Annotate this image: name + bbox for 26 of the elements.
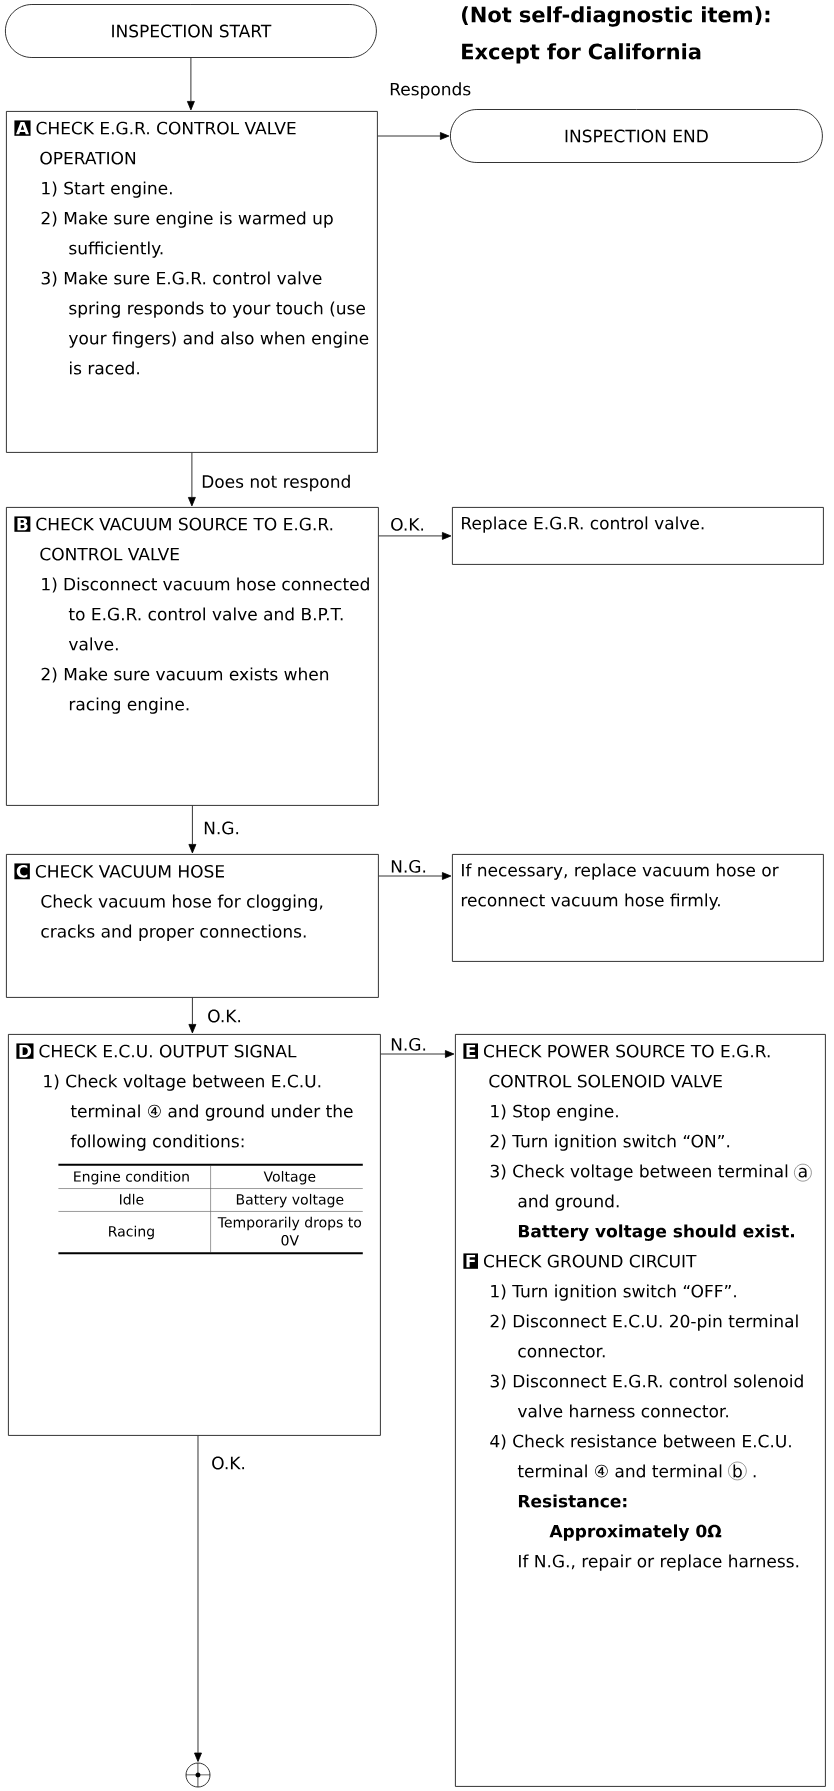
- process-box: E CHECK POWER SOURCE TO E.G.R. CONTROL SOLENOID VALVE 1) Stop engine. 2) Turn ignition switch “ON”. 3) Check voltage between terminal a and ground. Battery voltage should exist. F CHECK GROUND CIRCUIT 1) Turn ignition switch “OFF”. 2) Disconnect E.C.U. 20-pin terminal connector. 3) Disconnect E.G.R. control solenoid valve harness connector. 4) Check resistance between E.C.U. terminal ④ and terminal b . Resistance: Approximately 0Ω If N.G., repair or replace harness.: [455, 1034, 826, 1787]
- arrow: [188, 452, 196, 507]
- connector-circle: [185, 1762, 211, 1788]
- arrow: [380, 1050, 455, 1058]
- process-box: A CHECK E.G.R. CONTROL VALVE OPERATION 1) Start engine. 2) Make sure engine is warmed up sufficiently. 3) Make sure E.G.R. control valve spring responds to your touch (use your fingers) and also when engine is raced.: [6, 111, 378, 453]
- action-box: If necessary, replace vacuum hose or reconnect vacuum hose firmly.: [452, 854, 824, 962]
- arrow: [194, 1435, 202, 1762]
- edge-label: O.K.: [206, 1008, 243, 1024]
- arrow: [378, 532, 452, 540]
- process-box: C CHECK VACUUM HOSE Check vacuum hose for clogging, cracks and proper connections.: [6, 854, 379, 998]
- edge-label: Does not respond: [200, 473, 353, 493]
- edge-label: O.K.: [389, 516, 426, 532]
- arrow: [378, 872, 452, 880]
- arrow: [187, 57, 195, 111]
- process-box: B CHECK VACUUM SOURCE TO E.G.R. CONTROL VALVE 1) Disconnect vacuum hose connected to E.G.R. control valve and B.P.T. valve. 2) Make sure vacuum exists when racing engine.: [6, 507, 379, 806]
- edge-label: N.G.: [389, 1036, 428, 1052]
- arrow: [377, 132, 450, 140]
- heading: (Not self-diagnostic item): Except for California: [462, 6, 770, 64]
- process-box: D CHECK E.C.U. OUTPUT SIGNAL 1) Check voltage between E.C.U. terminal ④ and ground under the following conditions: Engine condition Voltage Idle Battery voltage Racing Temporarily drops to 0V: [8, 1034, 381, 1436]
- edge-label: Responds: [388, 81, 473, 100]
- action-box: Replace E.G.R. control valve.: [452, 507, 824, 565]
- arrow: [188, 805, 197, 854]
- arrow: [188, 997, 197, 1034]
- edge-label: O.K.: [210, 1455, 247, 1471]
- edge-label: N.G.: [389, 858, 428, 874]
- edge-label: N.G.: [202, 820, 241, 836]
